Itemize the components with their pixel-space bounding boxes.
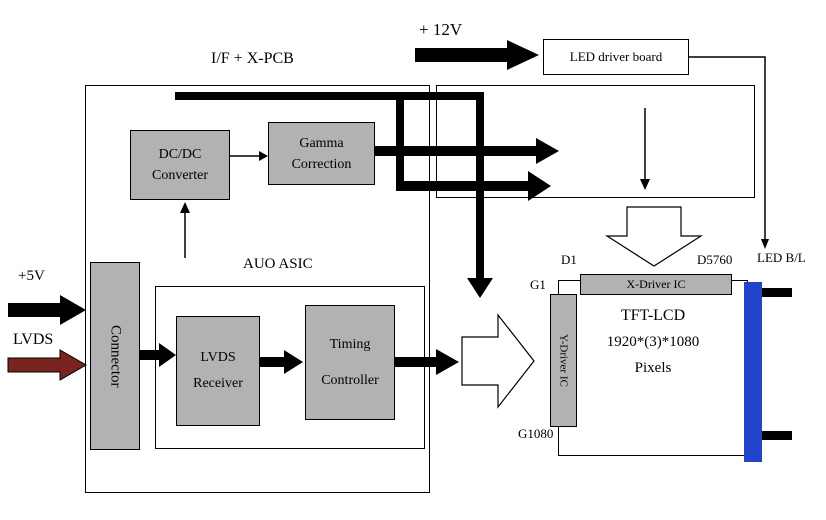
g1-label: G1 [530, 277, 546, 292]
lvds-receiver-label-line2: Receiver [193, 376, 243, 391]
d1-label: D1 [561, 252, 577, 267]
plus-12v-label: + 12V [419, 20, 463, 39]
tft-lcd-text-block: TFT-LCD 1920*(3)*1080 Pixels [559, 281, 747, 377]
led-bl-label: LED B/L [757, 250, 806, 265]
y-driver-ic-bar: Y-Driver IC [550, 294, 577, 427]
led-driver-board-label: LED driver board [569, 49, 663, 64]
plus-5v-input-arrow [8, 295, 86, 325]
gamma-label-line2: Correction [291, 156, 352, 172]
g1080-label: G1080 [518, 426, 554, 441]
x-driver-ic-bar: X-Driver IC [580, 274, 732, 295]
y-driver-ic-label: Y-Driver IC [557, 334, 570, 387]
tft-lcd-label-line1: TFT-LCD [620, 307, 686, 324]
lvds-receiver-label-line1: LVDS [200, 350, 236, 365]
connector-label: Connector [107, 324, 124, 388]
plus-5v-label: +5V [18, 268, 45, 284]
lvds-receiver-box: LVDS Receiver [176, 316, 260, 426]
gamma-correction-box: Gamma Correction [268, 122, 375, 185]
hollow-right-arrow [461, 313, 535, 409]
timing-controller-label-line2: Controller [321, 372, 379, 388]
led-driver-board-box: LED driver board [543, 39, 689, 75]
x-driver-ic-label: X-Driver IC [626, 277, 686, 291]
auo-asic-label: AUO ASIC [243, 256, 313, 272]
backlight-boundary-box [436, 85, 755, 198]
plus-12v-arrow [415, 40, 539, 70]
d5760-label: D5760 [697, 252, 733, 267]
gamma-label-line1: Gamma [299, 135, 344, 151]
tft-lcd-label-line2: 1920*(3)*1080 [606, 334, 700, 350]
backlight-stub-top [759, 288, 792, 297]
hollow-down-arrow [604, 206, 704, 267]
tft-lcd-panel-box: TFT-LCD 1920*(3)*1080 Pixels [558, 280, 748, 456]
lvds-input-arrow [7, 349, 88, 381]
led-driver-to-ledbl-arrowhead [761, 239, 769, 249]
lvds-input-label: LVDS [13, 331, 54, 348]
tft-lcd-label-line3: Pixels [634, 360, 672, 376]
backlight-blue-bar [744, 282, 762, 462]
connector-box: Connector [90, 262, 140, 450]
dcdc-label-line1: DC/DC [158, 147, 202, 162]
timing-controller-box: Timing Controller [305, 305, 395, 420]
timing-controller-label-line1: Timing [329, 336, 371, 352]
dcdc-label-line2: Converter [152, 168, 208, 183]
backlight-stub-bottom [759, 431, 792, 440]
dcdc-converter-box: DC/DC Converter [130, 130, 230, 200]
if-xpcb-label: I/F + X-PCB [211, 50, 294, 67]
